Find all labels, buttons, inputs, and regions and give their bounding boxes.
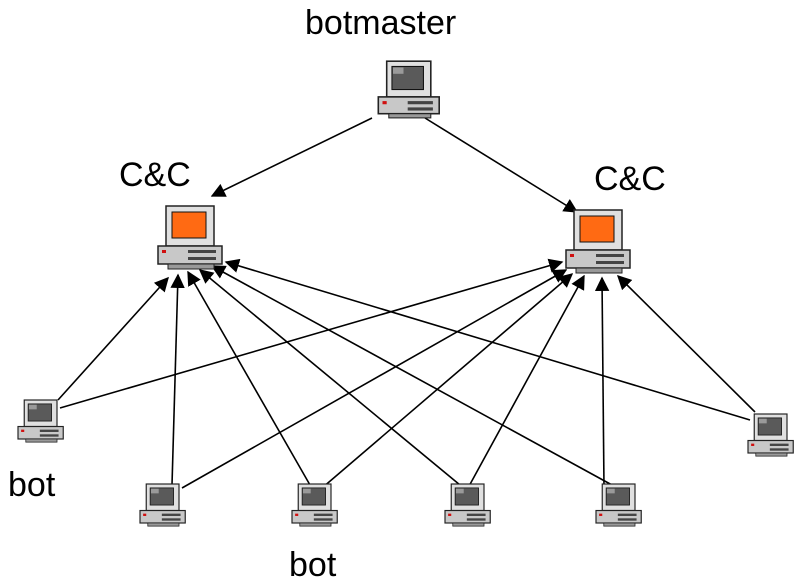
edge-bot3-cc-left <box>187 270 311 486</box>
edge-bot4-cc-left <box>198 269 461 486</box>
edge-bot5-cc-right <box>594 276 610 489</box>
bot-5-computer-icon <box>595 483 642 527</box>
cc-right-computer-icon <box>565 209 631 274</box>
bot-2-computer-icon <box>139 483 186 527</box>
cc-right-label: C&C <box>594 160 666 198</box>
edge-bot3-cc-right <box>321 273 574 489</box>
edge-bot6-cc-left <box>224 258 751 421</box>
bot-bottom-label: bot <box>289 546 337 584</box>
edge-bot5-cc-left <box>210 265 613 486</box>
edge-botmaster-cc-left <box>210 117 373 197</box>
edge-botmaster-cc-right <box>424 117 579 213</box>
bot-6-computer-icon <box>747 413 794 457</box>
cc-left-computer-icon <box>157 205 223 270</box>
edges-botmaster <box>210 117 579 213</box>
edge-bot1-cc-right <box>59 258 564 409</box>
cc-left-label: C&C <box>119 156 191 194</box>
edge-bot1-cc-left <box>57 276 169 401</box>
edge-bot2-cc-left <box>170 273 185 486</box>
edge-bot2-cc-right <box>181 269 568 489</box>
bot-4-computer-icon <box>444 483 491 527</box>
botmaster-computer-icon <box>377 60 440 119</box>
bot-1-computer-icon <box>17 399 64 443</box>
botmaster-label: botmaster <box>305 4 457 42</box>
edge-bot6-cc-right <box>616 274 756 413</box>
edge-bot4-cc-right <box>467 274 585 489</box>
bot-3-computer-icon <box>291 483 338 527</box>
edges-to-cc-right <box>59 258 756 489</box>
edges-to-cc-left <box>57 258 751 486</box>
bot-left-label: bot <box>8 466 56 504</box>
